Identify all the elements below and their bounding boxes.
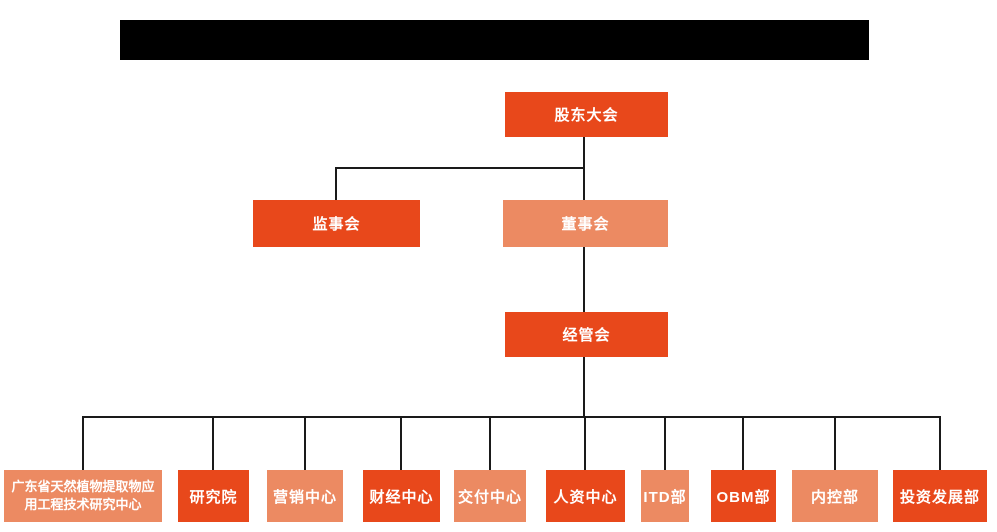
org-node-obm-department: OBM部	[711, 470, 776, 522]
org-node-hr-center: 人资中心	[546, 470, 625, 522]
org-node-label: 财经中心	[369, 488, 434, 506]
org-node-finance-center: 财经中心	[363, 470, 440, 522]
connector-drop-4	[400, 417, 402, 470]
connector-drop-2	[212, 417, 214, 470]
org-node-supervisory-board: 监事会	[253, 200, 420, 247]
org-node-research-center: 广东省天然植物提取物应用工程技术研究中心	[4, 470, 162, 522]
connector-drop-9	[834, 417, 836, 470]
org-node-label: 股东大会	[554, 107, 619, 124]
org-node-internal-control-department: 内控部	[792, 470, 878, 522]
connector-drop-6	[584, 417, 586, 470]
connector-drop-5	[489, 417, 491, 470]
org-node-label: 监事会	[312, 216, 361, 233]
org-node-label: ITD部	[643, 488, 687, 506]
org-node-label: 研究院	[189, 488, 238, 506]
connector-drop-10	[939, 417, 941, 470]
org-node-label: 内控部	[810, 488, 859, 506]
org-node-label: 广东省天然植物提取物应用工程技术研究中心	[11, 479, 155, 512]
connector-drop-7	[664, 417, 666, 470]
org-node-label: 经管会	[562, 327, 611, 344]
org-node-itd-department: ITD部	[641, 470, 689, 522]
connector-drop-3	[304, 417, 306, 470]
connector-drop-1	[82, 417, 84, 470]
org-node-board-of-directors: 董事会	[503, 200, 668, 247]
org-node-delivery-center: 交付中心	[454, 470, 526, 522]
org-node-shareholders-meeting: 股东大会	[505, 92, 668, 137]
connector-management-down	[583, 357, 585, 418]
org-node-label: 营销中心	[272, 488, 337, 506]
org-node-investment-development-department: 投资发展部	[893, 470, 987, 522]
connector-level4-horizontal	[82, 416, 941, 418]
org-node-label: OBM部	[716, 488, 771, 506]
connector-drop-8	[742, 417, 744, 470]
org-node-marketing-center: 营销中心	[267, 470, 343, 522]
org-node-label: 投资发展部	[899, 488, 980, 506]
org-node-management-committee: 经管会	[505, 312, 668, 357]
connector-board-to-management	[583, 247, 585, 312]
org-node-label: 董事会	[561, 216, 610, 233]
org-node-label: 人资中心	[553, 488, 618, 506]
org-node-label: 交付中心	[457, 488, 522, 506]
connector-supervisory-drop	[335, 167, 337, 200]
connector-level2-horizontal	[335, 167, 585, 169]
org-node-research-institute: 研究院	[178, 470, 249, 522]
title-redaction-bar	[120, 20, 869, 60]
